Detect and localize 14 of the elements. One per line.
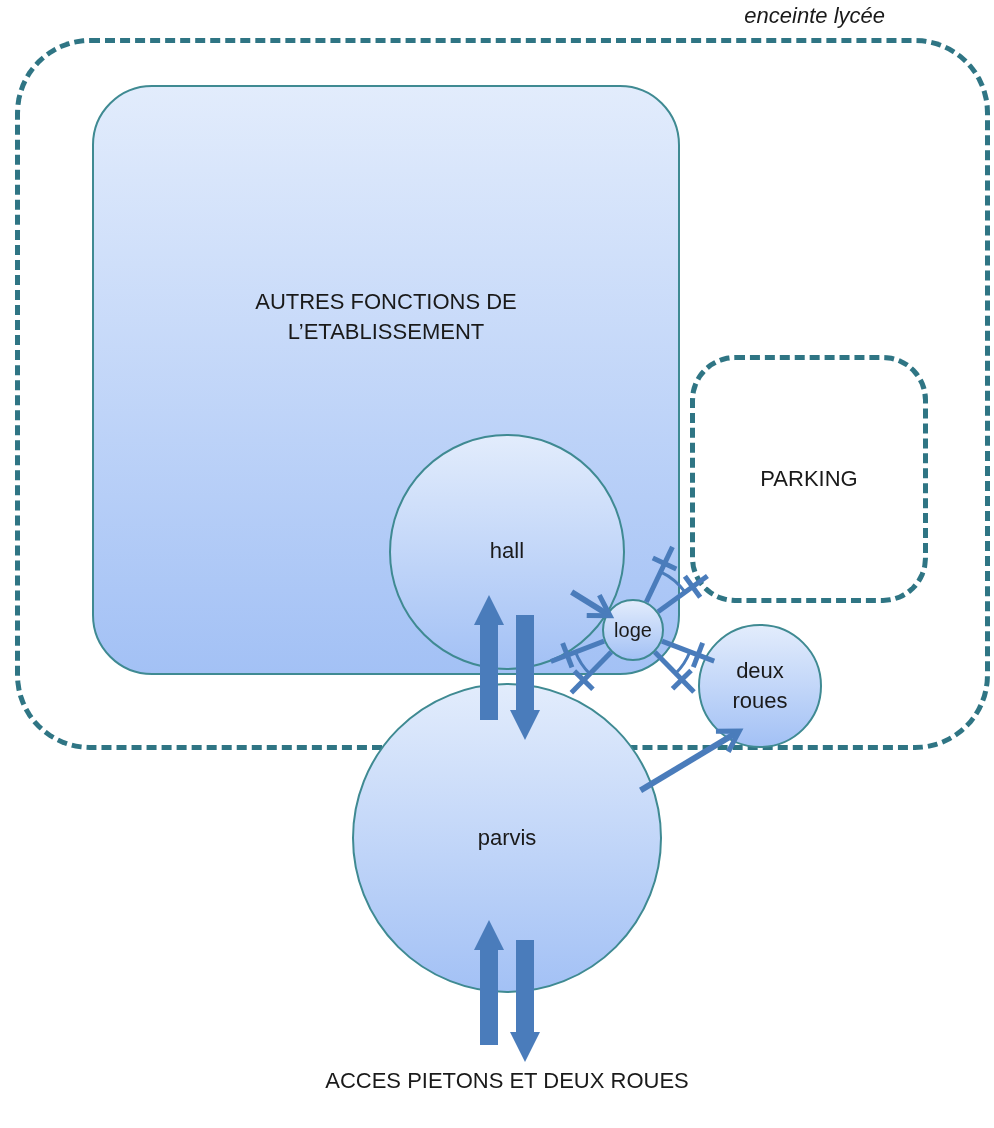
dashed-boundary — [690, 355, 928, 603]
access-label: ACCES PIETONS ET DEUX ROUES — [324, 1067, 690, 1095]
circle-node — [602, 599, 664, 661]
node-label: enceinte lycée — [744, 2, 885, 30]
rounded-box — [92, 85, 680, 675]
node-label: deux roues — [731, 657, 789, 715]
node-label: hall — [488, 537, 526, 565]
node-label: parvis — [476, 824, 538, 852]
arrow — [639, 728, 742, 793]
node-label: PARKING — [759, 465, 859, 493]
node-label: AUTRES FONCTIONS DE L’ETABLISSEMENT — [254, 288, 518, 346]
block-arrow — [510, 940, 540, 1062]
arrow — [570, 589, 613, 619]
node-label: loge — [613, 618, 653, 643]
